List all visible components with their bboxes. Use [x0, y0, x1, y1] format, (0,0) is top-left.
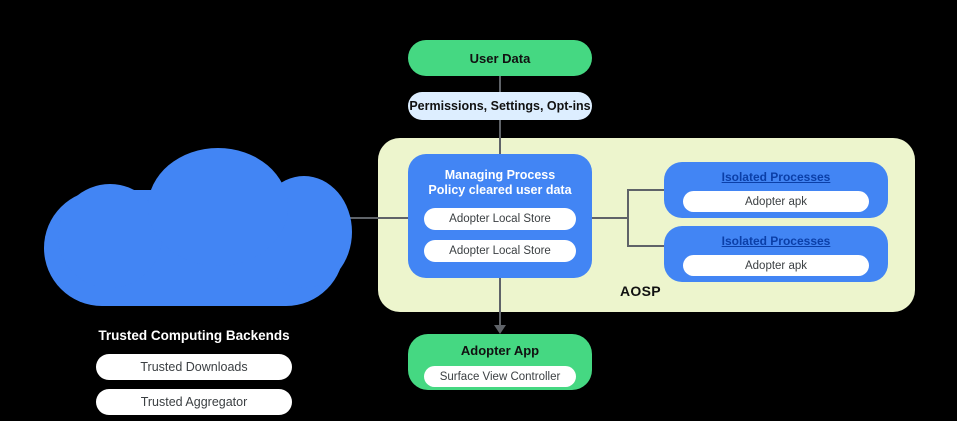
- managing-process-title: Managing Process: [444, 168, 556, 182]
- aosp-label: AOSP: [620, 283, 661, 299]
- isolated-process-node-2[interactable]: Isolated Processes Adopter apk: [664, 226, 888, 282]
- managing-process-node[interactable]: Managing Process Policy cleared user dat…: [408, 154, 592, 278]
- adopter-apk-2[interactable]: Adopter apk: [683, 255, 869, 276]
- user-data-label: User Data: [469, 50, 531, 66]
- surface-view-controller[interactable]: Surface View Controller: [424, 366, 576, 387]
- isolated-process-node-1[interactable]: Isolated Processes Adopter apk: [664, 162, 888, 218]
- connector-managing-branch: [592, 217, 628, 219]
- managing-process-subtitle: Policy cleared user data: [428, 183, 572, 197]
- isolated-process-title-1[interactable]: Isolated Processes: [721, 170, 831, 184]
- cloud-title: Trusted Computing Backends: [98, 328, 290, 343]
- trusted-computing-backends-cloud: Trusted Computing Backends Trusted Downl…: [44, 148, 352, 415]
- connector-cloud-managing: [325, 217, 408, 219]
- connector-permissions-managing: [499, 120, 501, 154]
- connector-branch-to-iso2: [627, 245, 665, 247]
- user-data-node[interactable]: User Data: [408, 40, 592, 76]
- cloud-shape-bump-left: [58, 184, 162, 288]
- adopter-app-title: Adopter App: [460, 343, 540, 358]
- adopter-local-store-2[interactable]: Adopter Local Store: [424, 240, 576, 262]
- connector-branch-vertical: [627, 189, 629, 246]
- cloud-item-trusted-aggregator[interactable]: Trusted Aggregator: [96, 389, 292, 415]
- connector-branch-to-iso1: [627, 189, 665, 191]
- connector-managing-adopterapp: [499, 278, 501, 328]
- arrowhead-down-icon: [494, 325, 506, 334]
- cloud-shape-bump-center: [148, 148, 288, 266]
- adopter-apk-1[interactable]: Adopter apk: [683, 191, 869, 212]
- permissions-settings-optins-node[interactable]: Permissions, Settings, Opt-ins: [408, 92, 592, 120]
- cloud-item-trusted-downloads[interactable]: Trusted Downloads: [96, 354, 292, 380]
- cloud-item-list: Trusted Downloads Trusted Aggregator Tru…: [44, 354, 344, 421]
- adopter-app-node[interactable]: Adopter App Surface View Controller: [408, 334, 592, 390]
- isolated-process-title-2[interactable]: Isolated Processes: [721, 234, 831, 248]
- permissions-label: Permissions, Settings, Opt-ins: [409, 99, 591, 113]
- connector-userdata-permissions: [499, 76, 501, 93]
- adopter-local-store-1[interactable]: Adopter Local Store: [424, 208, 576, 230]
